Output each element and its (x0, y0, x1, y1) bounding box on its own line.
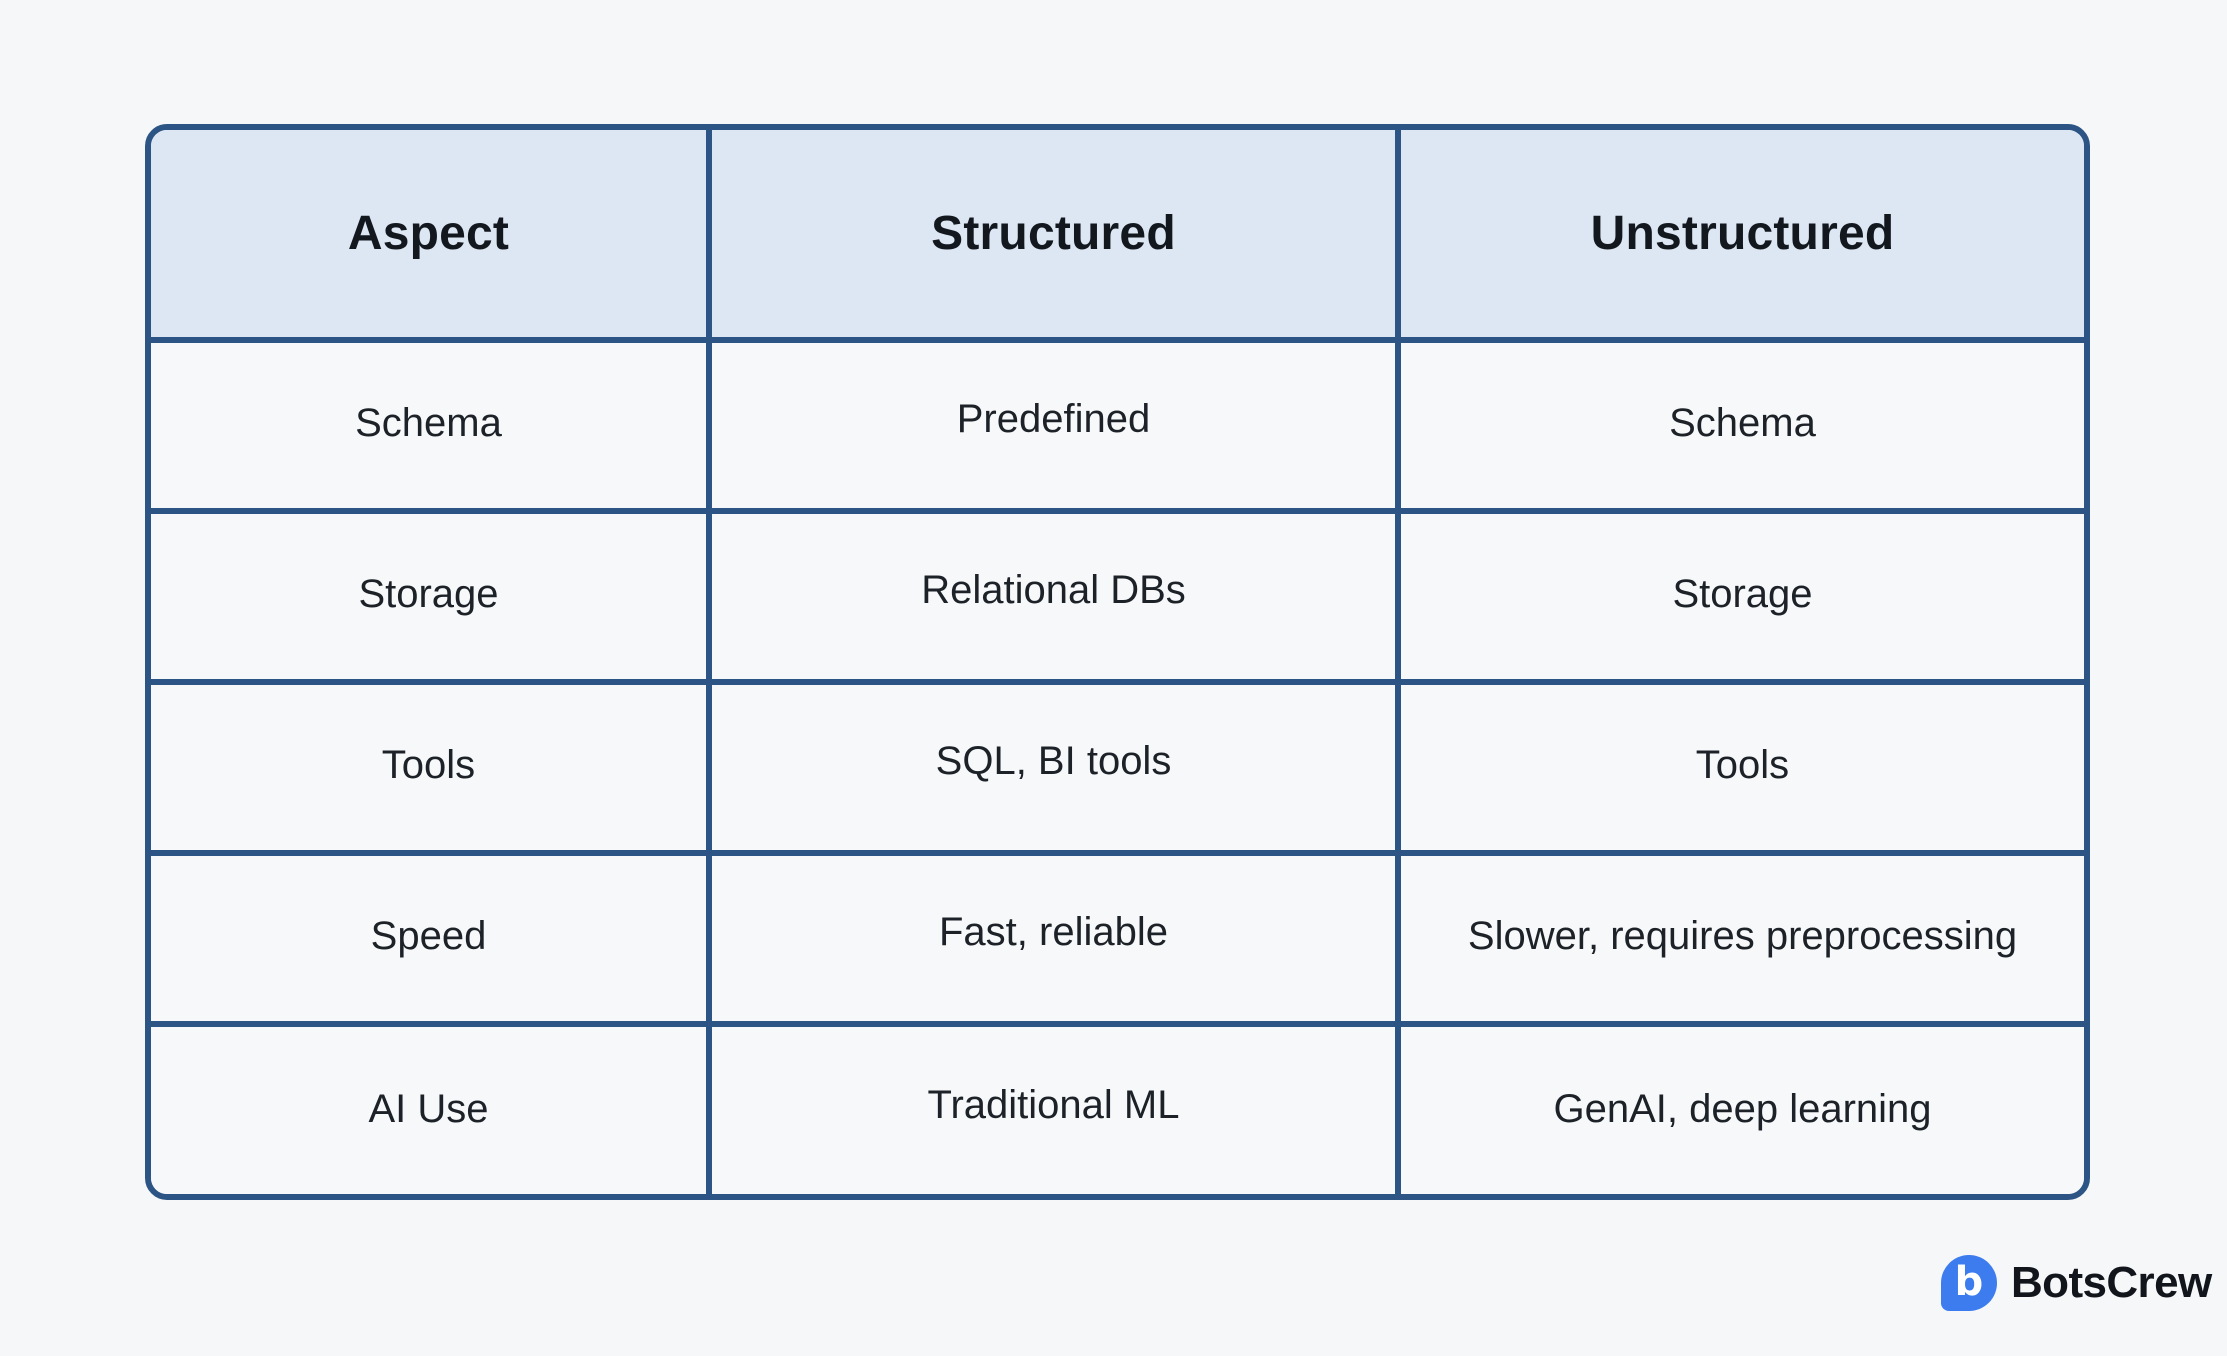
cell-aspect: AI Use (151, 1024, 712, 1194)
logo-wordmark: BotsCrew (2011, 1258, 2212, 1307)
table-row: AI Use Traditional ML GenAI, deep learni… (151, 1024, 2084, 1194)
table-row: Storage Relational DBs Storage (151, 511, 2084, 685)
column-header-structured: Structured (709, 130, 1401, 343)
table-row: Schema Predefined Schema (151, 340, 2084, 514)
speech-bubble-shape (1941, 1255, 1997, 1311)
column-header-aspect: Aspect (151, 130, 712, 343)
header-row: Aspect Structured Unstructured (151, 130, 2084, 343)
table-row: Speed Fast, reliable Slower, requires pr… (151, 853, 2084, 1027)
cell-aspect: Storage (151, 511, 712, 685)
cell-structured: Traditional ML (709, 1024, 1401, 1194)
botscrew-bubble-icon: b (1941, 1255, 1997, 1311)
cell-unstructured: GenAI, deep learning (1398, 1024, 2084, 1194)
botscrew-logo: b BotsCrew (1941, 1252, 2212, 1314)
table-body: Schema Predefined Schema Storage Relatio… (151, 340, 2084, 1194)
cell-structured: Relational DBs (709, 511, 1401, 685)
cell-aspect: Schema (151, 340, 712, 514)
cell-aspect: Tools (151, 682, 712, 856)
cell-unstructured: Storage (1398, 511, 2084, 685)
cell-unstructured: Schema (1398, 340, 2084, 514)
logo-letter-b: b (1954, 1258, 1984, 1305)
cell-unstructured: Tools (1398, 682, 2084, 856)
comparison-table: Aspect Structured Unstructured Schema Pr… (151, 130, 2084, 1194)
cell-unstructured: Slower, requires preprocessing (1398, 853, 2084, 1027)
comparison-table-container: Aspect Structured Unstructured Schema Pr… (145, 124, 2090, 1200)
cell-structured: Predefined (709, 340, 1401, 514)
table-row: Tools SQL, BI tools Tools (151, 682, 2084, 856)
cell-structured: SQL, BI tools (709, 682, 1401, 856)
table-header: Aspect Structured Unstructured (151, 130, 2084, 343)
cell-aspect: Speed (151, 853, 712, 1027)
column-header-unstructured: Unstructured (1398, 130, 2084, 343)
cell-structured: Fast, reliable (709, 853, 1401, 1027)
